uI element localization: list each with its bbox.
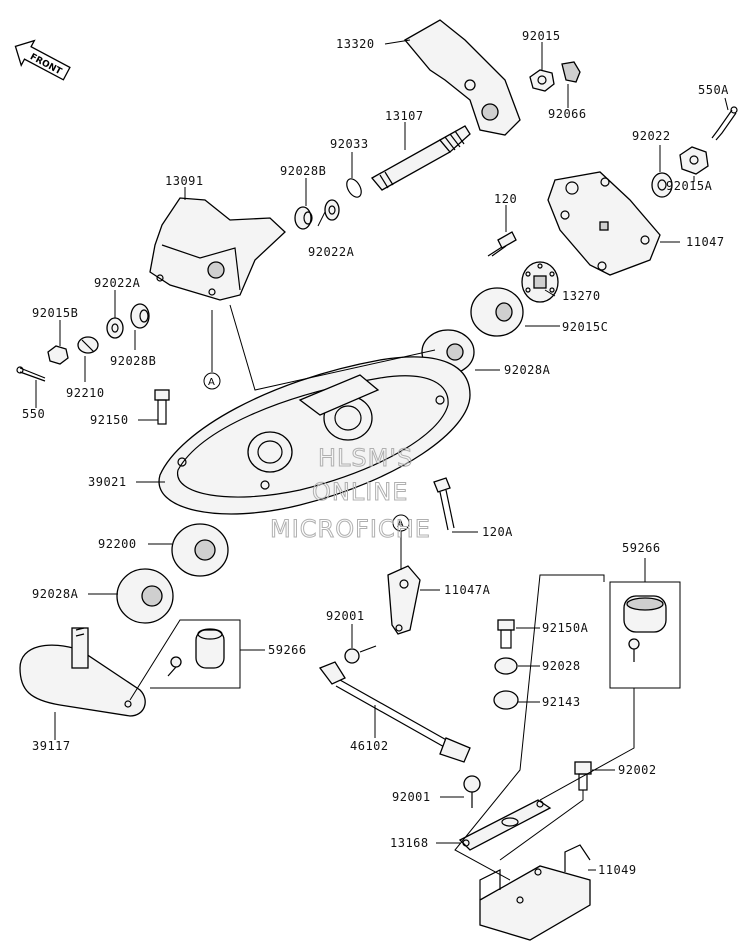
part-label-92150A: 92150A bbox=[542, 621, 589, 635]
part-92028-drawing bbox=[494, 657, 518, 675]
part-label-92028A-lower: 92028A bbox=[32, 587, 79, 601]
part-label-59266-right: 59266 bbox=[622, 541, 661, 555]
part-label-92028B-lower: 92028B bbox=[110, 354, 156, 368]
part-label-11049: 11049 bbox=[598, 863, 637, 877]
part-labels: 13320 92015 92066 550A 13107 92033 92022… bbox=[22, 29, 729, 877]
watermark-line-2: ONLINE bbox=[312, 478, 408, 506]
front-arrow-icon: FRONT bbox=[14, 39, 71, 81]
part-11049-drawing bbox=[479, 844, 591, 941]
part-92022-drawing bbox=[651, 172, 673, 198]
part-92150A-drawing bbox=[497, 619, 515, 649]
watermark-line-3: MICROFICHE bbox=[270, 515, 431, 543]
part-label-13168: 13168 bbox=[390, 836, 429, 850]
part-label-92028: 92028 bbox=[542, 659, 581, 673]
part-11047A-drawing bbox=[387, 565, 421, 635]
part-120-drawing bbox=[487, 231, 517, 257]
part-92028A-lower-drawing bbox=[116, 568, 174, 624]
part-39117-drawing bbox=[19, 627, 146, 717]
part-13107-drawing bbox=[370, 125, 471, 191]
part-92143-drawing bbox=[493, 690, 519, 710]
part-92015A-drawing bbox=[679, 146, 709, 175]
group-frame-lower-right bbox=[454, 574, 635, 881]
group-frame-59266-left bbox=[129, 619, 241, 701]
part-13320-drawing bbox=[404, 19, 521, 136]
part-59266-left-drawing bbox=[167, 628, 225, 677]
part-92210-drawing bbox=[77, 336, 99, 354]
part-550-drawing bbox=[16, 366, 46, 382]
part-92015B-drawing bbox=[47, 345, 69, 365]
leader-lines bbox=[35, 39, 729, 871]
part-13168-drawing bbox=[458, 799, 552, 851]
part-label-92200: 92200 bbox=[98, 537, 137, 551]
part-label-92150: 92150 bbox=[90, 413, 129, 427]
part-13270-drawing bbox=[521, 261, 559, 303]
part-label-120: 120 bbox=[494, 192, 517, 206]
part-92001-upper-drawing bbox=[344, 645, 377, 664]
part-11047-drawing bbox=[547, 171, 661, 276]
part-550A-drawing bbox=[711, 106, 738, 141]
reference-marker-upper: A bbox=[203, 310, 221, 390]
part-label-92022A-upper: 92022A bbox=[308, 245, 355, 259]
part-label-13320: 13320 bbox=[336, 37, 375, 51]
part-label-92143: 92143 bbox=[542, 695, 581, 709]
part-120A-drawing bbox=[433, 477, 455, 531]
part-label-92015B: 92015B bbox=[32, 306, 78, 320]
part-13091-drawing bbox=[149, 197, 286, 301]
part-92022A-lower-drawing bbox=[106, 317, 124, 339]
part-label-92002: 92002 bbox=[618, 763, 657, 777]
part-label-92066: 92066 bbox=[548, 107, 587, 121]
part-label-39117: 39117 bbox=[32, 739, 71, 753]
part-label-13091: 13091 bbox=[165, 174, 204, 188]
part-label-92015: 92015 bbox=[522, 29, 561, 43]
part-label-39021: 39021 bbox=[88, 475, 127, 489]
part-46102-drawing bbox=[318, 661, 471, 763]
part-label-92033: 92033 bbox=[330, 137, 369, 151]
part-label-13270: 13270 bbox=[562, 289, 601, 303]
reference-marker-lower-label: A bbox=[397, 519, 404, 530]
part-label-550A: 550A bbox=[698, 83, 729, 97]
part-59266-right-drawing bbox=[623, 595, 667, 662]
part-label-92028B-upper: 92028B bbox=[280, 164, 326, 178]
part-label-550: 550 bbox=[22, 407, 45, 421]
reference-marker-upper-label: A bbox=[208, 377, 215, 388]
watermark-line-1: HLSM'S bbox=[318, 444, 413, 472]
part-label-92210: 92210 bbox=[66, 386, 105, 400]
watermark: HLSM'S ONLINE MICROFICHE bbox=[270, 444, 431, 544]
part-label-46102: 46102 bbox=[350, 739, 389, 753]
part-label-92028A-upper: 92028A bbox=[504, 363, 551, 377]
part-label-120A: 120A bbox=[482, 525, 513, 539]
part-label-92001-upper: 92001 bbox=[326, 609, 365, 623]
part-label-92015C: 92015C bbox=[562, 320, 608, 334]
part-92066-drawing bbox=[561, 61, 581, 83]
part-92015-drawing bbox=[529, 69, 555, 92]
part-92200-drawing bbox=[171, 523, 229, 577]
part-92150-drawing bbox=[154, 389, 170, 425]
part-92015C-drawing bbox=[470, 287, 524, 337]
part-92022A-upper-drawing bbox=[324, 199, 340, 221]
group-frame-upper-left bbox=[229, 304, 436, 391]
part-label-92022A-lower: 92022A bbox=[94, 276, 141, 290]
part-92033-drawing bbox=[346, 178, 362, 198]
part-92028B-lower-drawing bbox=[130, 303, 150, 329]
part-label-59266-left: 59266 bbox=[268, 643, 307, 657]
part-label-92001-lower: 92001 bbox=[392, 790, 431, 804]
part-label-11047A: 11047A bbox=[444, 583, 491, 597]
reference-marker-lower: A bbox=[392, 514, 410, 570]
part-label-13107: 13107 bbox=[385, 109, 424, 123]
part-39021-drawing bbox=[158, 356, 471, 515]
part-label-92022: 92022 bbox=[632, 129, 671, 143]
part-label-11047: 11047 bbox=[686, 235, 725, 249]
part-label-92015A: 92015A bbox=[666, 179, 713, 193]
part-92001-lower-drawing bbox=[463, 775, 481, 808]
part-92028B-upper-drawing bbox=[294, 206, 313, 230]
